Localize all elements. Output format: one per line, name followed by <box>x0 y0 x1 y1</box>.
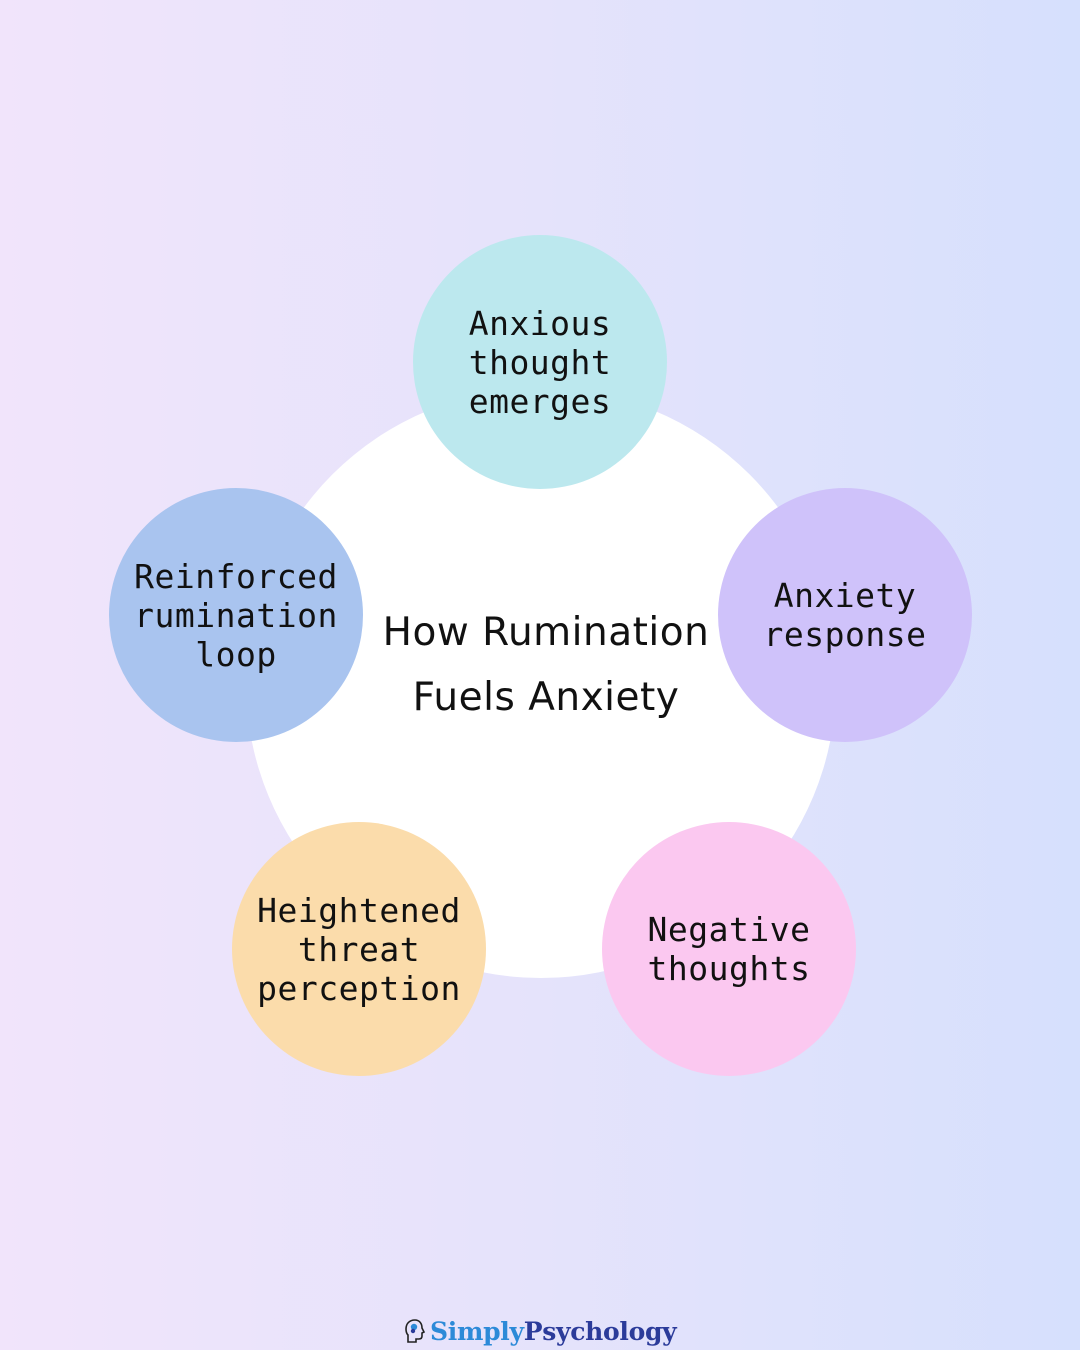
node-label: Reinforced rumination loop <box>134 556 338 674</box>
node-label: Anxiety response <box>763 576 927 654</box>
cycle-node-anxious-thought: Anxious thought emerges <box>413 235 667 489</box>
node-label: Negative thoughts <box>647 910 811 988</box>
logo-text-psychology: Psychology <box>523 1316 677 1346</box>
node-label: Anxious thought emerges <box>468 303 612 421</box>
node-label: Heightened threat perception <box>257 890 461 1008</box>
cycle-node-negative-thoughts: Negative thoughts <box>602 822 856 1076</box>
diagram-title: How Rumination Fuels Anxiety <box>382 610 710 720</box>
cycle-node-threat-perception: Heightened threat perception <box>232 822 486 1076</box>
cycle-node-anxiety-response: Anxiety response <box>718 488 972 742</box>
cycle-node-rumination-loop: Reinforced rumination loop <box>109 488 363 742</box>
logo-text-simply: Simply <box>430 1316 524 1346</box>
head-brain-icon <box>405 1319 426 1343</box>
